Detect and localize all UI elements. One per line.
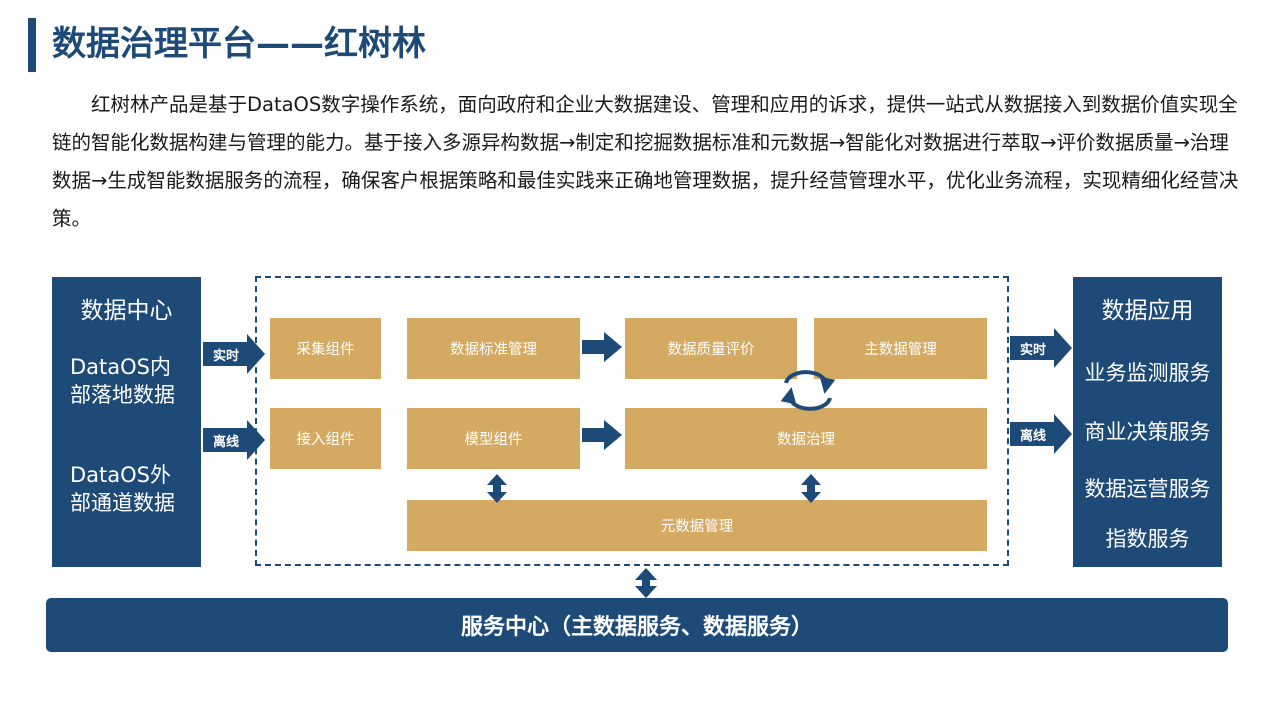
data-governance-box: 数据治理 [625, 408, 987, 469]
title-accent-bar [28, 18, 36, 72]
offline-in-arrow: 离线 [203, 420, 265, 460]
realtime-out-arrow-shape [1010, 328, 1072, 368]
double-arrow-frame-service [635, 568, 657, 598]
collect-component-box: 采集组件 [270, 318, 381, 379]
data-center-panel: 数据中心 DataOS内部落地数据 DataOS外部通道数据 [52, 277, 201, 567]
offline-out-arrow-shape [1010, 414, 1072, 454]
data-application-panel: 数据应用 业务监测服务 商业决策服务 数据运营服务 指数服务 [1073, 277, 1222, 567]
realtime-out-arrow: 实时 [1010, 328, 1072, 368]
model-component-box: 模型组件 [407, 408, 580, 469]
data-center-title: 数据中心 [80, 298, 173, 324]
realtime-out-label: 实时 [1019, 342, 1046, 358]
data-application-title: 数据应用 [1101, 298, 1194, 324]
business-monitoring-label: 业务监测服务 [1084, 361, 1211, 385]
data-standard-box: 数据标准管理 [407, 318, 580, 379]
service-center-bar: 服务中心（主数据服务、数据服务） [46, 598, 1228, 652]
data-operation-label: 数据运营服务 [1084, 477, 1211, 501]
data-quality-box: 数据质量评价 [625, 318, 797, 379]
intro-paragraph: 红树林产品是基于DataOS数字操作系统，面向政府和企业大数据建设、管理和应用的… [52, 93, 1239, 230]
offline-in-label: 离线 [212, 434, 239, 450]
metadata-management-box: 元数据管理 [407, 500, 987, 551]
external-data-label: DataOS外部通道数据 [70, 463, 175, 515]
offline-in-arrow-shape [203, 420, 265, 460]
offline-out-label: 离线 [1019, 428, 1046, 444]
offline-out-arrow: 离线 [1010, 414, 1072, 454]
index-service-label: 指数服务 [1105, 527, 1190, 551]
internal-data-label: DataOS内部落地数据 [70, 355, 175, 407]
platform-dashed-frame [255, 276, 1009, 566]
page-title: 数据治理平台——红树林 [52, 24, 426, 64]
business-decision-label: 商业决策服务 [1084, 420, 1211, 444]
master-data-box: 主数据管理 [814, 318, 987, 379]
realtime-in-arrow: 实时 [203, 334, 265, 374]
realtime-in-arrow-shape [203, 334, 265, 374]
access-component-box: 接入组件 [270, 408, 381, 469]
realtime-in-label: 实时 [212, 348, 239, 364]
